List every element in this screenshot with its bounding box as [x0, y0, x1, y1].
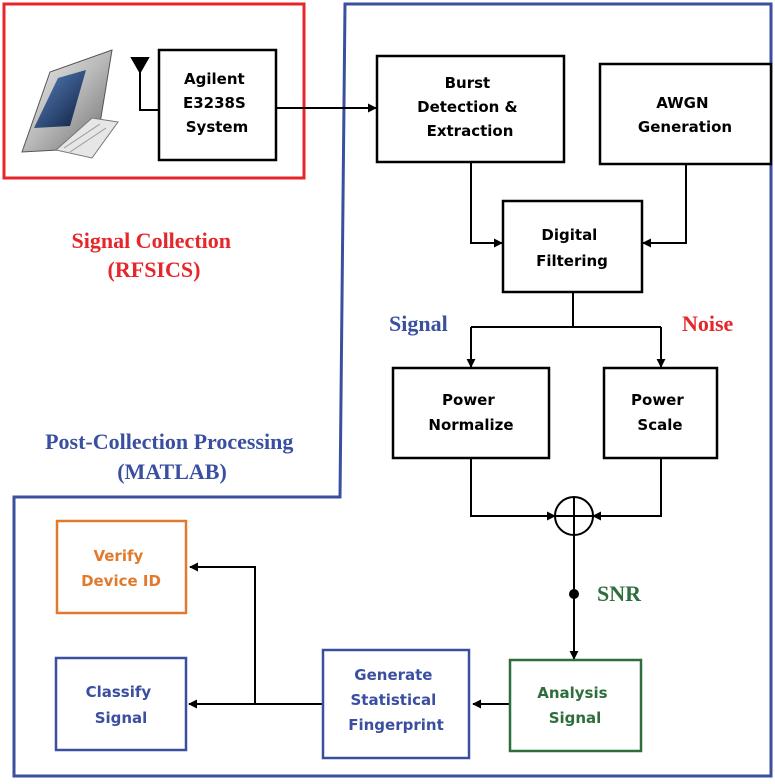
flip-phone-icon [21, 49, 119, 159]
fingerprint-label: Generate Statistical Fingerprint [348, 666, 444, 734]
antenna-icon [130, 57, 158, 111]
burst-block [375, 54, 566, 164]
burst-label: Burst Detection & Extraction [417, 74, 523, 140]
post-processing-region [12, 2, 773, 778]
arrow-to-verify [189, 562, 256, 704]
signal-collection-title: Signal Collection (RFSICS) [71, 228, 236, 282]
normalize-label: Power Normalize [428, 391, 513, 434]
filter-label: Digital Filtering [536, 226, 608, 270]
verify-label: Verify Device ID [81, 547, 161, 590]
signal-collection-region [2, 2, 306, 180]
snr-label: SNR [597, 581, 642, 606]
snr-tap-point [569, 589, 579, 599]
arrow-awgn-to-filter [642, 164, 687, 248]
analysis-label: Analysis Signal [537, 684, 613, 727]
filter-block [501, 199, 644, 294]
awgn-label: AWGN Generation [638, 94, 732, 136]
noise-path-label: Noise [682, 311, 734, 336]
classify-label: Classify Signal [86, 683, 157, 727]
agilent-block [157, 48, 278, 162]
normalize-block [391, 366, 551, 460]
signal-path-label: Signal [389, 311, 448, 336]
scale-block [602, 366, 719, 460]
analysis-block [508, 658, 643, 753]
awgn-block [598, 62, 773, 166]
fingerprint-block [321, 648, 471, 760]
arrow-scale-to-sum [592, 458, 662, 521]
agilent-label: Agilent E3238S System [183, 70, 251, 136]
arrow-normalize-to-sum [470, 458, 556, 521]
arrow-burst-to-filter [470, 162, 503, 248]
post-processing-title: Post-Collection Processing (MATLAB) [45, 429, 299, 484]
summing-junction-icon [554, 496, 594, 536]
verify-block [55, 519, 188, 615]
classify-block [54, 656, 188, 752]
scale-label: Power Scale [631, 391, 689, 434]
